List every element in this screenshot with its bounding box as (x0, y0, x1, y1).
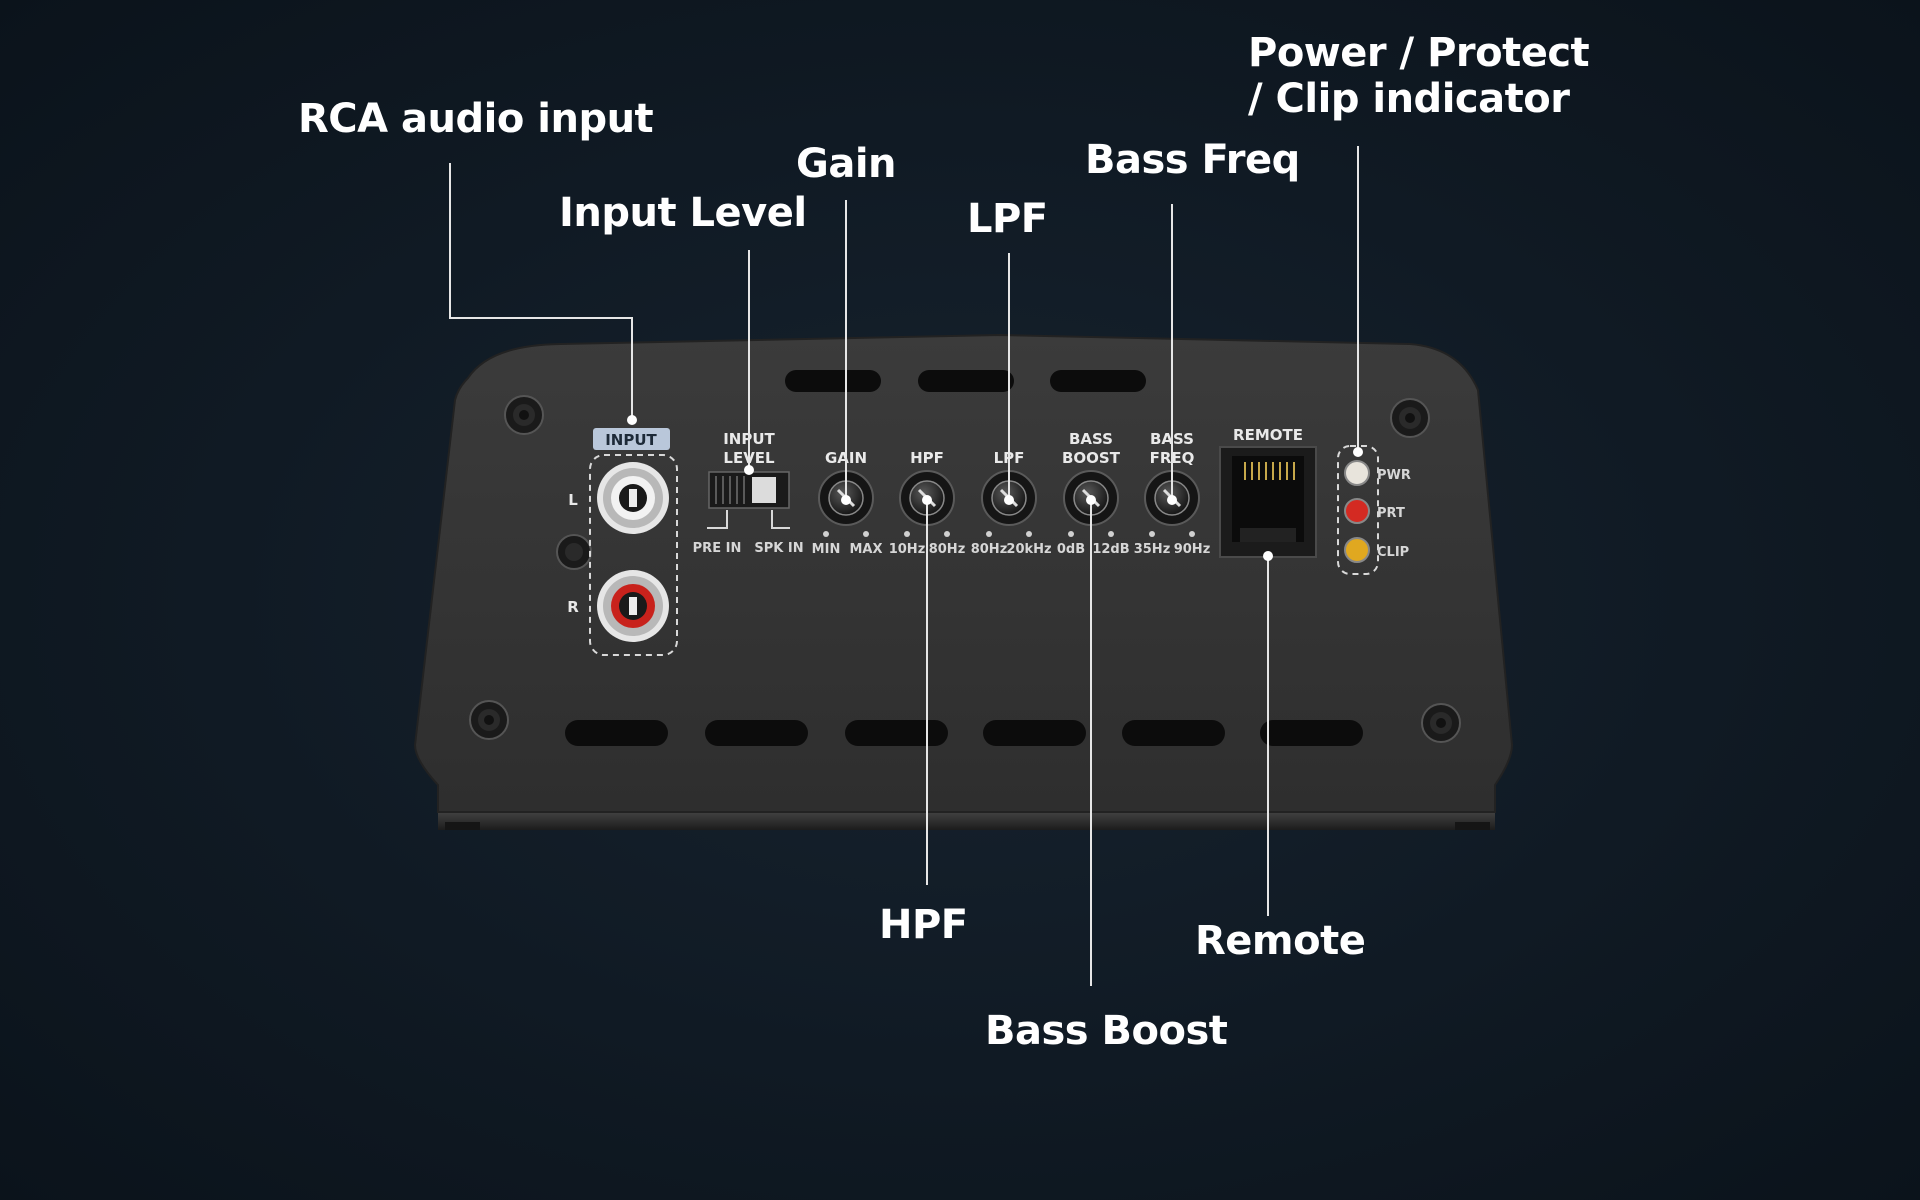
mounting-rail (438, 808, 1495, 830)
led-pwr: PWR (1344, 460, 1411, 486)
knob-min-label: 35Hz (1134, 542, 1171, 557)
led-label: PRT (1377, 506, 1405, 521)
knob-max-label: MAX (849, 542, 882, 557)
led-label: PWR (1377, 468, 1411, 483)
knob-max-label: 90Hz (1174, 542, 1211, 557)
right-channel-label: R (567, 598, 579, 616)
pre-in-label: PRE IN (693, 541, 742, 556)
rca-jack-right (597, 570, 669, 642)
bottom-vents (565, 720, 1363, 746)
knob-max-label: 80Hz (929, 542, 966, 557)
callout-lpf: LPF (967, 196, 1048, 242)
screws (469, 395, 1461, 743)
input-badge (593, 428, 670, 450)
knob-max-label: 12dB (1092, 542, 1129, 557)
leader-lines (449, 146, 1359, 986)
leader-dots (627, 415, 1363, 561)
led-prt: PRT (1344, 498, 1405, 524)
left-channel-label: L (568, 491, 578, 509)
callout-input-level: Input Level (559, 190, 807, 236)
remote-port (1219, 446, 1317, 558)
knob-title: BOOST (1062, 449, 1121, 467)
callout-rca-audio-input: RCA audio input (298, 96, 654, 142)
top-vents (785, 370, 1146, 392)
input-badge-label: INPUT (605, 431, 657, 449)
switch-bracket (707, 510, 790, 529)
callout-remote: Remote (1195, 918, 1366, 964)
spk-in-label: SPK IN (754, 541, 803, 556)
callout-gain: Gain (796, 141, 897, 187)
knob-min-label: 80Hz (971, 542, 1008, 557)
knob-min-label: 0dB (1057, 542, 1085, 557)
callout-hpf: HPF (879, 902, 968, 948)
callout-power-line2: / Clip indicator (1248, 76, 1570, 122)
remote-port-title: REMOTE (1233, 426, 1303, 444)
input-level-switch (708, 471, 790, 509)
status-leds: PWR PRT CLIP (1344, 460, 1411, 563)
rca-frame (589, 454, 678, 656)
led-clip: CLIP (1344, 537, 1409, 563)
callout-bass-boost: Bass Boost (985, 1008, 1228, 1054)
led-frame (1337, 445, 1379, 575)
knob-title: HPF (910, 449, 944, 467)
callout-bass-freq: Bass Freq (1085, 137, 1300, 183)
callout-power-line1: Power / Protect (1248, 30, 1590, 76)
knob-max-label: 20kHz (1006, 542, 1051, 557)
knob-title-line1: BASS (1069, 430, 1113, 448)
knob-min-label: 10Hz (889, 542, 926, 557)
leader-rca (449, 163, 633, 420)
led-label: CLIP (1377, 545, 1409, 560)
knob-min-label: MIN (812, 542, 841, 557)
rca-jack-left (597, 462, 669, 534)
